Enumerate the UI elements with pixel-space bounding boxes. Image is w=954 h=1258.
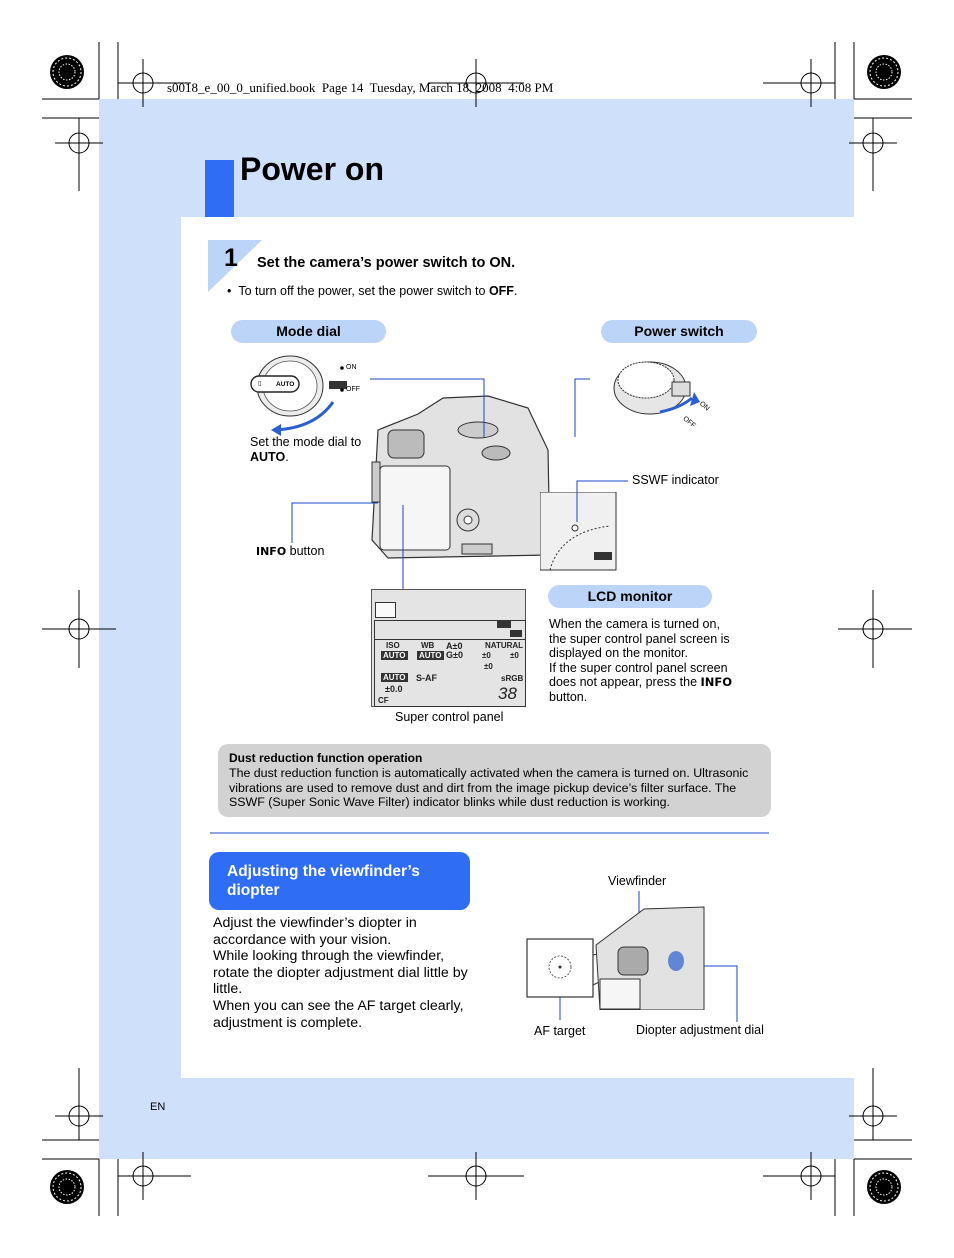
svg-text:▯: ▯: [258, 380, 261, 387]
panel-sat: ±0: [484, 662, 493, 671]
super-control-panel-caption: Super control panel: [395, 710, 504, 724]
viewfinder-illustration: [526, 906, 705, 1010]
panel-srgb: sRGB: [501, 674, 524, 683]
diopter-section-heading: Adjusting the viewfinder’s diopter: [209, 852, 470, 910]
power-switch-illustration: [613, 361, 700, 415]
panel-contrast: ±0: [510, 651, 519, 660]
dust-reduction-text: The dust reduction function is automatic…: [229, 766, 749, 809]
sswf-indicator-label: SSWF indicator: [632, 473, 719, 487]
camera-illustration: [371, 395, 551, 559]
panel-g0: G±0: [446, 650, 463, 660]
panel-ev: ±0.0: [385, 684, 403, 694]
af-target-label: AF target: [534, 1024, 586, 1038]
page-title: Power on: [240, 151, 385, 187]
panel-shot-count: 38: [498, 684, 517, 703]
info-button-label: INFO button: [256, 544, 325, 558]
super-control-panel-screen: [371, 589, 526, 707]
panel-wb: WB: [421, 641, 435, 650]
panel-sharp: ±0: [482, 651, 491, 660]
diopter-instructions: Adjust the viewfinder’s diopter in accor…: [213, 915, 468, 1031]
dial-off-text: OFF: [346, 386, 360, 393]
dial-on-text: ON: [346, 364, 357, 371]
panel-wb-auto: AUTO: [417, 651, 444, 660]
dial-auto-text: AUTO: [276, 381, 295, 388]
dust-reduction-title: Dust reduction function operation: [229, 751, 423, 765]
title-accent-bar: [205, 160, 234, 217]
panel-natural: NATURAL: [485, 641, 524, 650]
step-heading: Set the camera’s power switch to ON.: [257, 255, 516, 271]
step-number: 1: [224, 244, 238, 272]
lcd-monitor-description: When the camera is turned on, the super …: [549, 617, 733, 704]
mode-dial-caption: Set the mode dial to AUTO.: [250, 435, 362, 464]
dust-reduction-note: [218, 744, 771, 817]
step-number-badge: [208, 240, 262, 292]
sswf-detail-illustration: [540, 492, 617, 571]
diopter-dial-label: Diopter adjustment dial: [636, 1023, 764, 1037]
mode-dial-illustration: ▯: [250, 355, 347, 436]
power-switch-label: Power switch: [601, 320, 757, 343]
panel-iso-auto: AUTO: [381, 651, 408, 660]
step-bullet: • To turn off the power, set the power s…: [227, 284, 518, 298]
lcd-monitor-label: LCD monitor: [548, 585, 712, 608]
panel-cf: CF: [378, 696, 389, 705]
book-header-line: s0018_e_00_0_unified.book Page 14 Tuesda…: [167, 80, 554, 95]
viewfinder-label: Viewfinder: [608, 874, 667, 888]
panel-a0: A±0: [446, 641, 463, 651]
panel-saf: S-AF: [416, 673, 437, 683]
page-background-bottom: [99, 1078, 854, 1159]
footer-language: EN: [150, 1101, 166, 1113]
panel-iso: ISO: [386, 641, 400, 650]
mode-dial-label: Mode dial: [231, 320, 386, 343]
panel-flash-auto: AUTO: [381, 673, 408, 682]
